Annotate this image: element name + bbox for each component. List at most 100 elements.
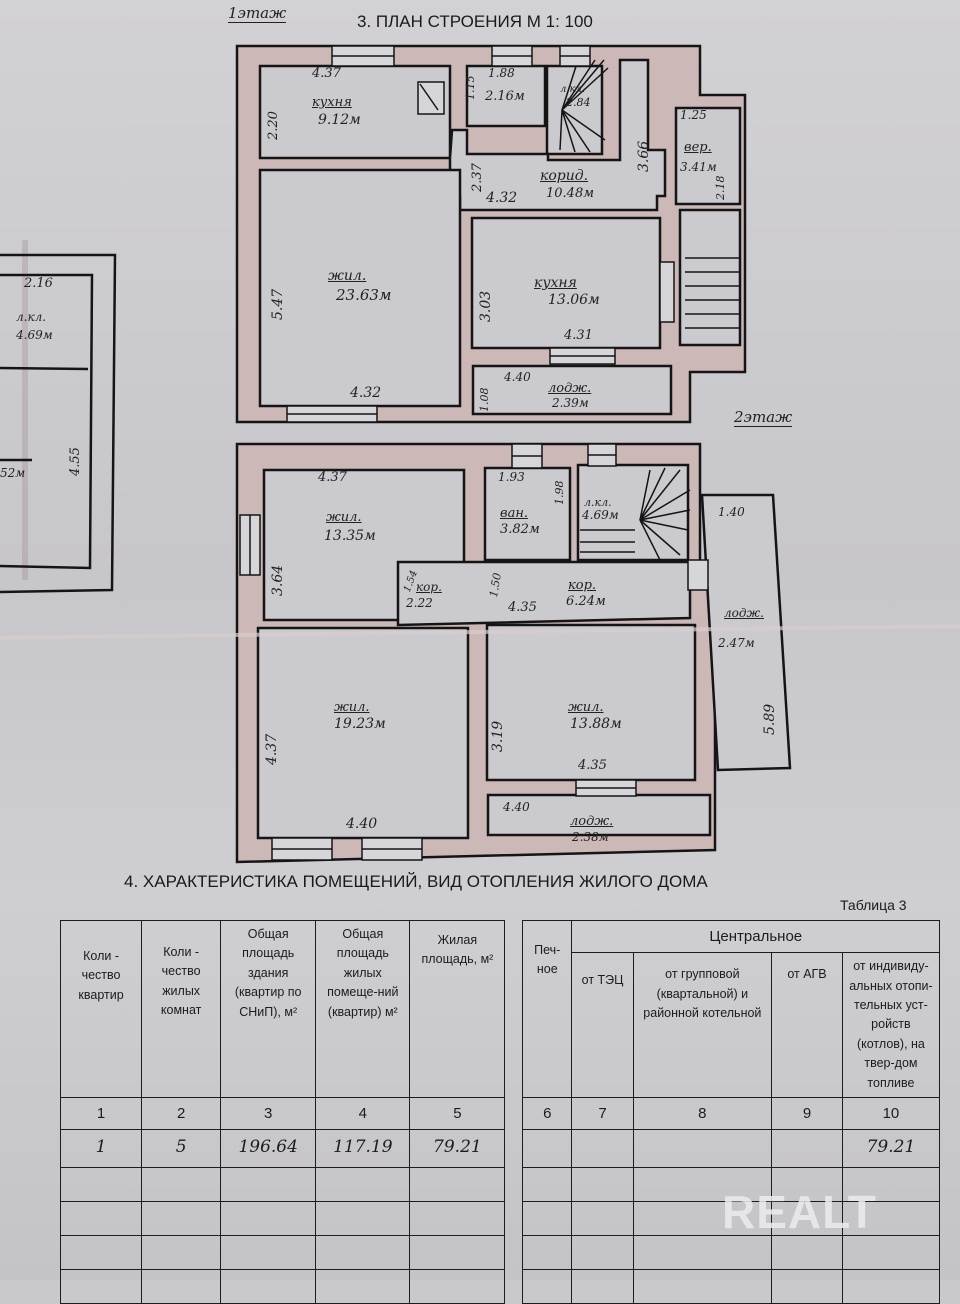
room-f1-loggia <box>471 364 673 416</box>
dim-f1-veranda-width: 1.25 <box>680 108 707 122</box>
room-f2-corridor2-name: кор. <box>568 578 597 593</box>
header-col6: Печ-ное <box>522 920 573 1098</box>
cell-living-area: 79.21 <box>409 1129 506 1169</box>
floor2-label: 2этаж <box>734 408 793 427</box>
dim-f2-living2-width: 4.35 <box>578 758 607 773</box>
dim-f1-veranda-height: 2.18 <box>714 175 727 201</box>
room-f2-corridor1-area: 2.22 <box>406 596 433 610</box>
stairwell-f2 <box>576 463 690 562</box>
header-col10: от индивиду-альных отопи-тельных уст-рой… <box>841 952 941 1098</box>
room-f2-loggia-side <box>700 493 792 772</box>
room-f2-living-name: жил. <box>334 700 370 715</box>
dim-f2-living-width: 4.40 <box>346 816 378 832</box>
dim-f1-corridor-b: 3.66 <box>636 140 652 172</box>
room-f1-corridor-name: корид. <box>540 168 589 184</box>
header-col4: Общая площадь жилых помеще-ний (квартир)… <box>315 920 411 1098</box>
dim-f1-corridor-width: 4.32 <box>486 190 518 206</box>
header-col7: от ТЭЦ <box>571 952 634 1098</box>
dim-f1-living-height: 5.47 <box>270 288 286 320</box>
dim-f1-kitchen-height: 2.20 <box>266 111 281 140</box>
section4-title: 4. ХАРАКТЕРИСТИКА ПОМЕЩЕНИЙ, ВИД ОТОПЛЕН… <box>124 872 708 891</box>
room-f2-side-loggia-area: 2.47м <box>718 636 755 650</box>
dim-f2-living-height: 4.37 <box>264 733 280 765</box>
dim-f1-kitchen-w: 4.31 <box>564 328 593 343</box>
dim-f1-small-width: 1.88 <box>488 66 515 80</box>
dim-f2-room1-width: 4.37 <box>318 470 347 485</box>
dim-f1-kitchen-width: 4.37 <box>312 66 341 81</box>
side-dim-top: 2.16 <box>24 276 53 291</box>
col-number-10: 10 <box>841 1096 941 1131</box>
col-number-9: 9 <box>771 1096 843 1131</box>
room-f2-living-2 <box>485 623 697 782</box>
stairwell-f2-area: 4.69м <box>582 508 619 522</box>
dim-f2-room1-height: 3.64 <box>270 564 286 596</box>
header-col8: от групповой (квартальной) и районной ко… <box>632 952 773 1098</box>
room-f2-living2-name: жил. <box>568 700 604 715</box>
room-f2-living2-area: 13.88м <box>570 716 622 732</box>
cell-tec <box>571 1129 634 1169</box>
room-f1-loggia-area: 2.39м <box>552 396 589 410</box>
col-number-1: 1 <box>59 1096 143 1131</box>
header-col5: Жилая площадь, м² <box>409 920 506 1098</box>
dim-f1-kitchen-h: 3.03 <box>478 290 494 322</box>
side-room-name: л.кл. <box>16 310 47 324</box>
table-gap <box>504 920 524 1130</box>
table-label: Таблица 3 <box>840 897 907 913</box>
header-col3: Общая площадь здания (квартир по СНиП), … <box>220 920 317 1098</box>
dim-f1-living-width: 4.32 <box>350 385 382 401</box>
room-f2-loggia-name: лодж. <box>570 814 614 829</box>
floor1-label: 1этаж <box>228 4 287 23</box>
paper-fold <box>22 240 28 580</box>
dim-f2-corridor2-width: 4.35 <box>508 600 537 615</box>
group-header-central: Центральное <box>571 919 940 954</box>
stairwell-f2-name: л.кл. <box>584 496 612 509</box>
table-row: 1 5 196.64 117.19 79.21 79.21 <box>59 1129 941 1169</box>
room-f1-kitchen-name: кухня <box>534 275 577 291</box>
cell-stove <box>522 1129 573 1169</box>
cell-rooms: 5 <box>141 1129 222 1169</box>
room-f2-corridor <box>396 560 692 627</box>
room-f2-living-area: 19.23м <box>334 716 386 732</box>
header-col9: от АГВ <box>771 952 843 1098</box>
room-f2-bath-area: 3.82м <box>500 522 540 537</box>
dim-f1-loggia-height: 1.08 <box>478 387 491 413</box>
cell-total-area: 196.64 <box>220 1129 317 1169</box>
room-f2-room1-name: жил. <box>326 510 362 525</box>
room-f2-corridor2-area: 6.24м <box>566 594 606 609</box>
room-f1-living-area: 23.63м <box>336 286 392 304</box>
room-f1-kitchen <box>470 216 662 350</box>
dim-f1-loggia-width: 4.40 <box>504 370 531 384</box>
col-number-5: 5 <box>409 1096 506 1131</box>
dim-f2-bath-height: 1.98 <box>553 480 566 506</box>
stairwell-f1-area: 2.84 <box>566 96 591 109</box>
stairwell-f1 <box>545 64 604 156</box>
room-f1-living <box>258 168 462 408</box>
dim-f2-side-loggia-height: 5.89 <box>762 703 778 735</box>
col-number-6: 6 <box>522 1096 573 1131</box>
side-dim-side: 4.55 <box>68 447 83 476</box>
side-room-area: 4.69м <box>16 328 53 342</box>
header-col1: Коли - чество квартир <box>59 920 143 1098</box>
dim-f2-living2-height: 3.19 <box>490 720 506 752</box>
room-f1-veranda <box>674 106 742 206</box>
room-f2-room1-area: 13.35м <box>324 528 376 544</box>
room-f2-side-loggia-name: лодж. <box>724 606 764 620</box>
floor-plan-drawing <box>0 44 792 864</box>
col-number-7: 7 <box>571 1096 634 1131</box>
col-number-3: 3 <box>220 1096 317 1131</box>
col-number-8: 8 <box>632 1096 773 1131</box>
cell-individual: 79.21 <box>841 1129 941 1169</box>
header-col2: Коли - чество жилых комнат <box>141 920 222 1098</box>
dim-f1-corridor-a: 2.37 <box>470 163 485 192</box>
plan-title: 3. ПЛАН СТРОЕНИЯ М 1: 100 <box>357 12 593 31</box>
table-row-empty <box>59 1269 941 1304</box>
realt-watermark: REALT <box>722 1186 877 1238</box>
room-f1-living-name: жил. <box>328 268 367 284</box>
table-row-empty <box>59 1235 941 1271</box>
col-number-2: 2 <box>141 1096 222 1131</box>
cell-living-premises-area: 117.19 <box>315 1129 411 1169</box>
room-f1-veranda-area: 3.41м <box>680 160 717 174</box>
dim-f2-bath-width: 1.93 <box>498 470 525 484</box>
dim-f2-loggia-width: 4.40 <box>503 800 530 814</box>
room-f2-bath <box>483 466 572 562</box>
